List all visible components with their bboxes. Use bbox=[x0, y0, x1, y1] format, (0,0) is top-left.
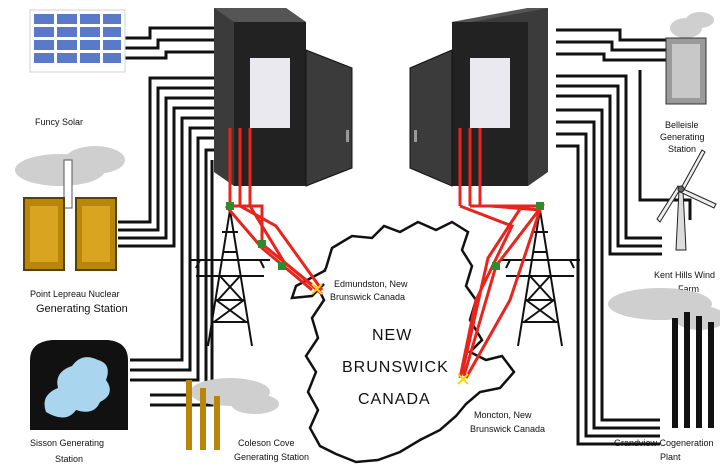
cable-lepreau-2 bbox=[118, 86, 214, 232]
edmundston-label-2: Brunswick Canada bbox=[330, 292, 405, 302]
moncton-label-2: Brunswick Canada bbox=[470, 424, 545, 434]
cable-coleson-2 bbox=[150, 160, 214, 407]
right-server-cabinet bbox=[409, 8, 548, 187]
kent-hills-label-2: Farm bbox=[678, 284, 699, 294]
new-brunswick-map bbox=[304, 220, 516, 464]
funcy-solar-label: Funcy Solar bbox=[35, 117, 83, 127]
cable-grandview-3 bbox=[556, 132, 660, 438]
grandview-plant-icon bbox=[608, 288, 720, 428]
map-label-new: NEW bbox=[372, 327, 412, 344]
moncton-marker-icon bbox=[457, 373, 469, 385]
edmundston-label-1: Edmundston, New bbox=[334, 279, 408, 289]
cable-belleisle-2 bbox=[556, 40, 668, 52]
left-transmission-tower-icon bbox=[190, 209, 270, 347]
cable-coleson bbox=[150, 148, 214, 397]
cable-grandview-2 bbox=[556, 120, 660, 430]
cable-grandview-4 bbox=[556, 144, 660, 446]
sisson-label-2: Station bbox=[55, 454, 83, 464]
grandview-label-1: Grandview Cogeneration bbox=[614, 438, 714, 448]
point-lepreau-label-1: Point Lepreau Nuclear bbox=[30, 289, 120, 299]
coleson-label-2: Generating Station bbox=[234, 452, 309, 462]
belleisle-label-1: Belleisle bbox=[665, 120, 699, 130]
coleson-cove-icon bbox=[186, 378, 279, 450]
cable-belleisle bbox=[556, 28, 668, 42]
cable-kent-2 bbox=[556, 84, 662, 248]
belleisle-label-2: Generating bbox=[660, 132, 705, 142]
right-transmission-tower-icon bbox=[500, 209, 580, 347]
cable-wind bbox=[638, 70, 692, 220]
grandview-label-2: Plant bbox=[660, 452, 681, 462]
cable-grandview bbox=[556, 108, 660, 422]
edmundston-marker-icon bbox=[311, 283, 323, 295]
cable-kent-3 bbox=[556, 94, 662, 256]
belleisle-station-icon bbox=[665, 12, 714, 105]
cable-sisson bbox=[130, 116, 214, 362]
cable-lepreau-4 bbox=[118, 106, 214, 248]
belleisle-label-3: Station bbox=[668, 144, 696, 154]
sisson-label-1: Sisson Generating bbox=[30, 438, 104, 448]
cable-kent bbox=[556, 74, 662, 240]
cable-lepreau-3 bbox=[118, 96, 214, 240]
cable-sisson-2 bbox=[130, 126, 214, 372]
cable-belleisle-3 bbox=[556, 52, 668, 62]
moncton-label-1: Moncton, New bbox=[474, 410, 532, 420]
solar-panel-icon bbox=[29, 9, 126, 73]
left-server-cabinet bbox=[214, 8, 353, 187]
kent-hills-label-1: Kent Hills Wind bbox=[654, 270, 715, 280]
junction-nodes bbox=[226, 202, 544, 270]
transmission-lines bbox=[224, 128, 546, 379]
sisson-station-icon bbox=[30, 340, 128, 430]
coleson-label-1: Coleson Cove bbox=[238, 438, 295, 448]
cable-bundles bbox=[118, 26, 692, 446]
map-label-brunswick: BRUNSWICK bbox=[342, 359, 449, 376]
point-lepreau-label-2: Generating Station bbox=[36, 303, 128, 315]
cable-solar bbox=[125, 26, 214, 40]
cable-lepreau bbox=[118, 76, 214, 224]
wind-turbine-icon bbox=[656, 149, 717, 251]
nuclear-plant-icon bbox=[15, 146, 125, 271]
cable-solar-2 bbox=[125, 38, 214, 50]
cable-solar-3 bbox=[125, 50, 214, 60]
map-label-canada: CANADA bbox=[358, 391, 431, 408]
